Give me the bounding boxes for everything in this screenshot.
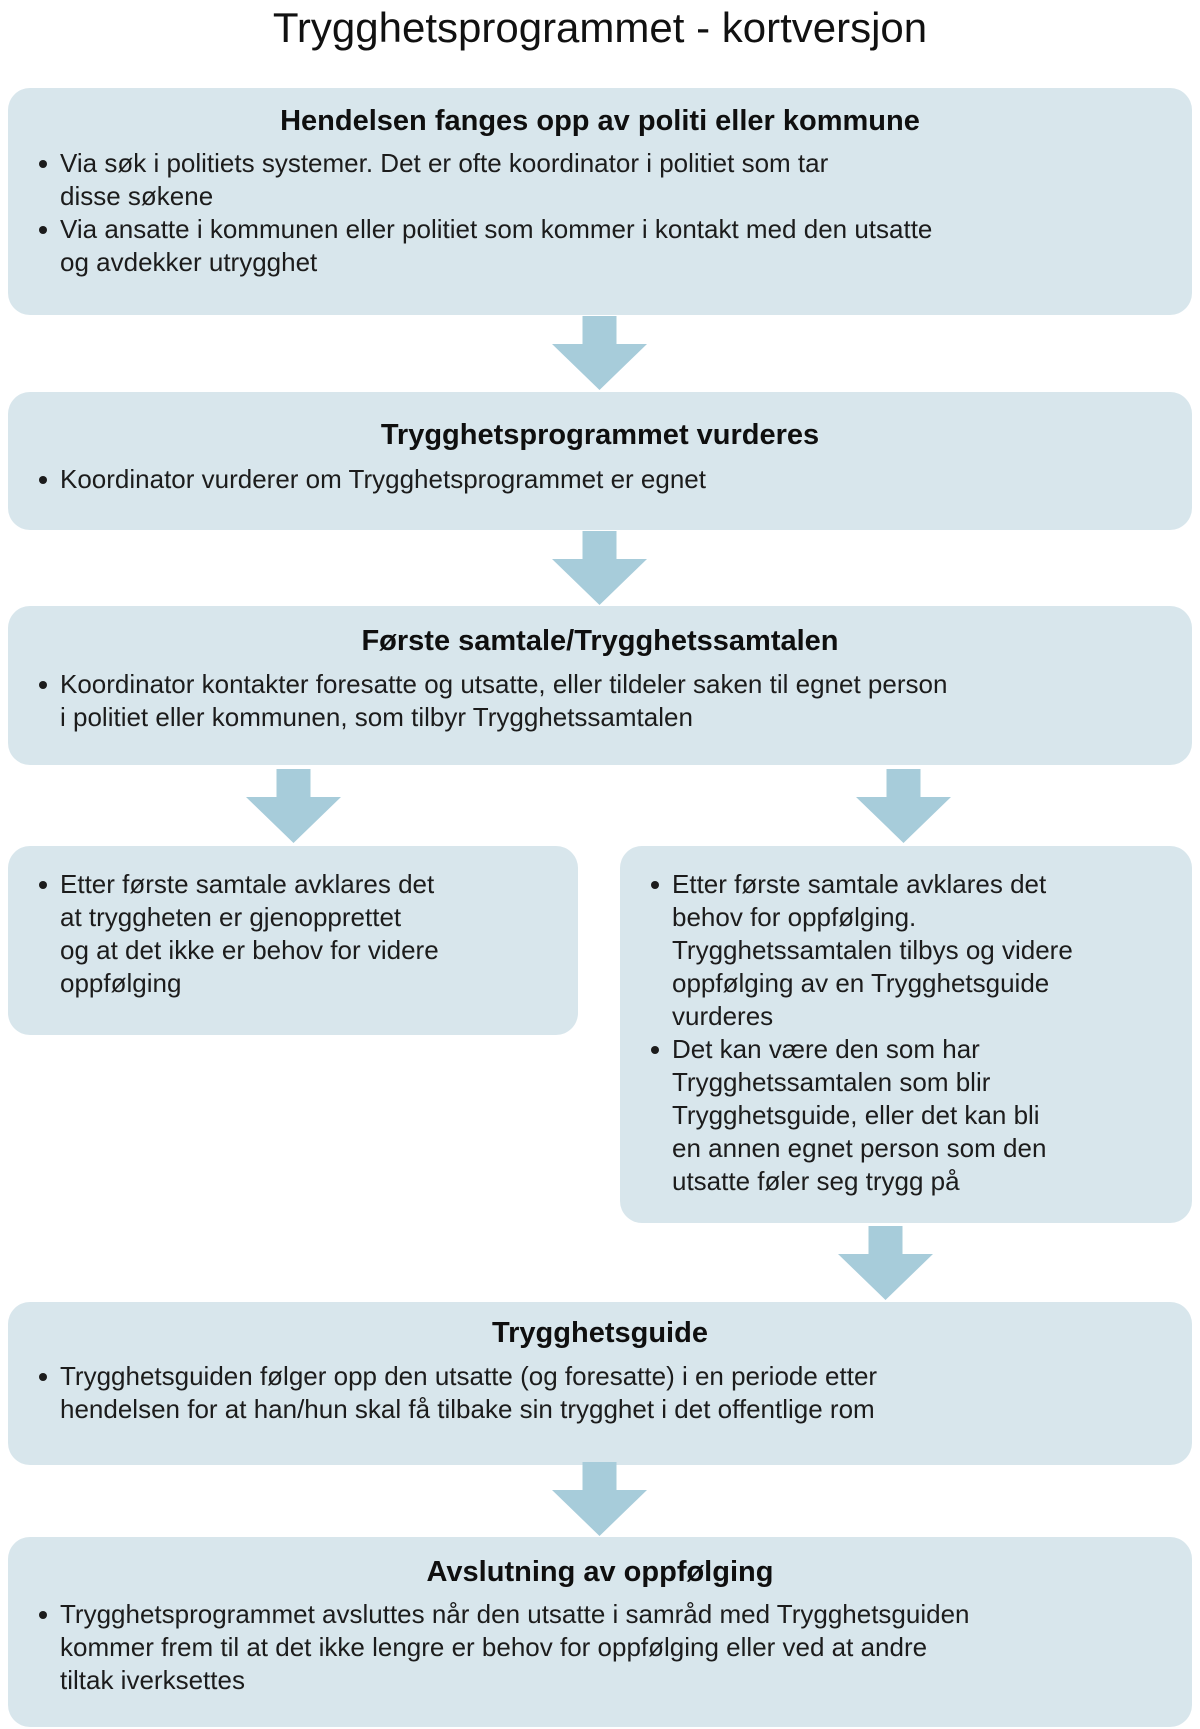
down-arrow-icon [552,1462,647,1536]
bullet-item: Koordinator vurderer om Trygghetsprogram… [8,463,1192,496]
bullet-list: Koordinator vurderer om Trygghetsprogram… [8,463,1192,496]
bullet-item: Trygghetsguiden følger opp den utsatte (… [8,1360,1192,1426]
bullet-dot [39,1373,47,1381]
bullet-dot [39,226,47,234]
bullet-list: Trygghetsprogrammet avsluttes når den ut… [8,1598,1192,1697]
bullet-list: Trygghetsguiden følger opp den utsatte (… [8,1360,1192,1426]
bullet-item: Via søk i politiets systemer. Det er oft… [8,147,1192,213]
bullet-list: Etter første samtale avklares det at try… [8,868,578,1000]
bullet-dot [651,881,659,889]
box-first-conversation: Første samtale/Trygghetssamtalen Koordin… [8,606,1192,765]
box-end-of-followup: Avslutning av oppfølging Trygghetsprogra… [8,1537,1192,1727]
box-incident-capture: Hendelsen fanges opp av politi eller kom… [8,88,1192,315]
bullet-dot [39,681,47,689]
box-no-followup: Etter første samtale avklares det at try… [8,846,578,1035]
bullet-dot [39,881,47,889]
bullet-dot [39,1611,47,1619]
down-arrow-icon [552,316,647,390]
bullet-list: Via søk i politiets systemer. Det er oft… [8,147,1192,279]
bullet-dot [651,1046,659,1054]
box-first-conversation-title: Første samtale/Trygghetssamtalen [361,625,839,657]
bullet-item: Trygghetsprogrammet avsluttes når den ut… [8,1598,1192,1697]
bullet-list: Etter første samtale avklares det behov … [620,868,1192,1198]
down-arrow-icon [838,1226,933,1300]
box-followup-needed: Etter første samtale avklares det behov … [620,846,1192,1223]
bullet-dot [39,476,47,484]
bullet-item: Etter første samtale avklares det behov … [620,868,1192,1033]
box-program-assessed-title: Trygghetsprogrammet vurderes [380,419,820,451]
bullet-list: Koordinator kontakter foresatte og utsat… [8,668,1192,734]
bullet-dot [39,160,47,168]
box-incident-capture-title: Hendelsen fanges opp av politi eller kom… [280,105,920,137]
down-arrow-icon [552,531,647,605]
box-end-of-followup-title: Avslutning av oppfølging [426,1556,774,1588]
bullet-item: Det kan være den som har Trygghetssamtal… [620,1033,1192,1198]
down-arrow-icon [246,769,341,843]
bullet-item: Via ansatte i kommunen eller politiet so… [8,213,1192,279]
box-safety-guide: Trygghetsguide Trygghetsguiden følger op… [8,1302,1192,1465]
box-program-assessed: Trygghetsprogrammet vurderes Koordinator… [8,392,1192,530]
bullet-item: Koordinator kontakter foresatte og utsat… [8,668,1192,734]
page-title: Trygghetsprogrammet - kortversjon [272,4,928,51]
bullet-item: Etter første samtale avklares det at try… [8,868,578,1000]
box-safety-guide-title: Trygghetsguide [492,1317,708,1349]
down-arrow-icon [856,769,951,843]
